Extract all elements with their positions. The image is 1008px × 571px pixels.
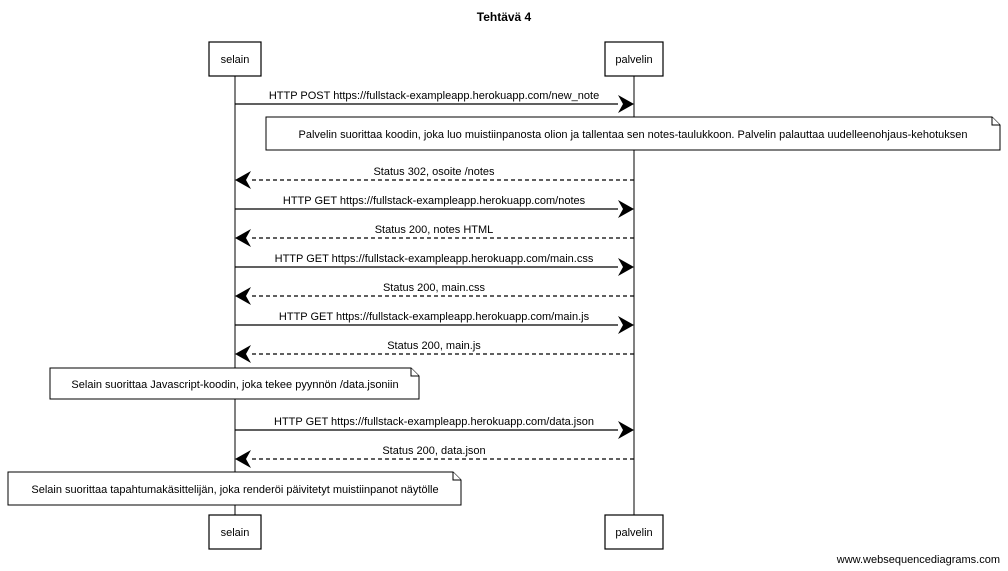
message-label: HTTP GET https://fullstack-exampleapp.he… bbox=[279, 311, 590, 323]
note-palvelin-save: Palvelin suorittaa koodin, joka luo muis… bbox=[265, 116, 1001, 151]
message-label: Status 200, notes HTML bbox=[375, 224, 494, 236]
participant-label: palvelin bbox=[615, 527, 652, 539]
message-status-200-notes: Status 200, notes HTML bbox=[235, 224, 634, 247]
note-text: Selain suorittaa Javascript-koodin, joka… bbox=[71, 379, 398, 391]
note-text: Selain suorittaa tapahtumakäsittelijän, … bbox=[31, 484, 438, 496]
message-label: Status 302, osoite /notes bbox=[373, 166, 495, 178]
diagram-title: Tehtävä 4 bbox=[477, 10, 532, 24]
message-label: Status 200, main.js bbox=[387, 340, 481, 352]
participant-label: selain bbox=[221, 527, 250, 539]
message-status-200-css: Status 200, main.css bbox=[235, 282, 634, 305]
message-get-notes: HTTP GET https://fullstack-exampleapp.he… bbox=[235, 195, 634, 218]
message-status-200-data: Status 200, data.json bbox=[235, 445, 634, 468]
participant-label: palvelin bbox=[615, 54, 652, 66]
message-get-data-json: HTTP GET https://fullstack-exampleapp.he… bbox=[235, 416, 634, 439]
message-label: Status 200, data.json bbox=[382, 445, 485, 457]
message-status-302: Status 302, osoite /notes bbox=[235, 166, 634, 189]
message-label: HTTP GET https://fullstack-exampleapp.he… bbox=[274, 416, 594, 428]
note-text: Palvelin suorittaa koodin, joka luo muis… bbox=[299, 129, 968, 141]
message-label: HTTP GET https://fullstack-exampleapp.he… bbox=[275, 253, 594, 265]
participant-palvelin-top: palvelin bbox=[604, 41, 664, 77]
participant-selain-top: selain bbox=[208, 41, 262, 77]
message-label: HTTP GET https://fullstack-exampleapp.he… bbox=[283, 195, 586, 207]
message-post-new-note: HTTP POST https://fullstack-exampleapp.h… bbox=[235, 90, 634, 113]
message-get-main-js: HTTP GET https://fullstack-exampleapp.he… bbox=[235, 311, 634, 334]
message-get-main-css: HTTP GET https://fullstack-exampleapp.he… bbox=[235, 253, 634, 276]
message-label: HTTP POST https://fullstack-exampleapp.h… bbox=[269, 90, 599, 102]
note-selain-render: Selain suorittaa tapahtumakäsittelijän, … bbox=[7, 471, 462, 506]
note-selain-javascript: Selain suorittaa Javascript-koodin, joka… bbox=[49, 367, 420, 400]
participant-selain-bottom: selain bbox=[208, 514, 262, 550]
message-status-200-js: Status 200, main.js bbox=[235, 340, 634, 363]
participant-label: selain bbox=[221, 54, 250, 66]
footer-watermark: www.websequencediagrams.com bbox=[836, 554, 1000, 566]
participant-palvelin-bottom: palvelin bbox=[604, 514, 664, 550]
message-label: Status 200, main.css bbox=[383, 282, 486, 294]
